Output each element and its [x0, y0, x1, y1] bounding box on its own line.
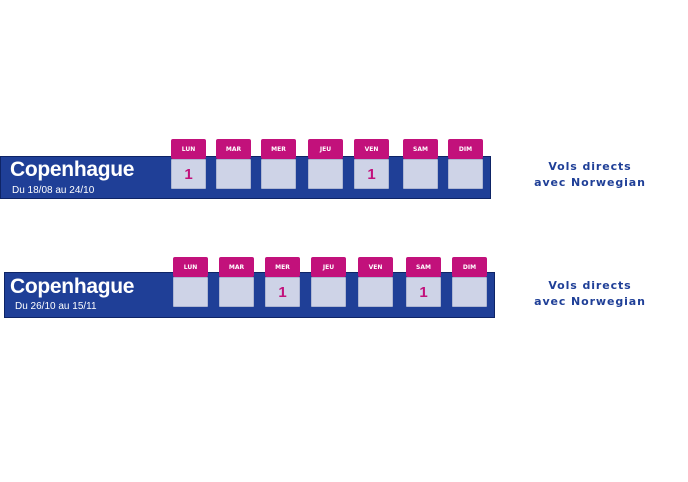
day-label: MAR — [219, 257, 254, 277]
day-label: DIM — [448, 139, 483, 159]
flight-count: 1 — [278, 283, 287, 301]
flight-count: 1 — [367, 165, 376, 183]
city-name: Copenhague — [10, 275, 135, 298]
day-label: SAM — [403, 139, 438, 159]
day-label: JEU — [311, 257, 346, 277]
day-label: MER — [261, 139, 296, 159]
flight-count-box — [403, 159, 438, 189]
flight-count: 1 — [184, 165, 193, 183]
flight-count-box — [216, 159, 251, 189]
city-name: Copenhague — [10, 158, 135, 181]
flight-count-box — [219, 277, 254, 307]
flight-note: Vols directs avec Norwegian — [510, 278, 670, 310]
day-label: MAR — [216, 139, 251, 159]
day-label: LUN — [173, 257, 208, 277]
flight-count-box: 1 — [354, 159, 389, 189]
date-range: Du 18/08 au 24/10 — [12, 185, 95, 196]
day-label: MER — [265, 257, 300, 277]
note-line-2: avec Norwegian — [534, 295, 646, 308]
flight-count-box — [452, 277, 487, 307]
flight-count-box: 1 — [171, 159, 206, 189]
flight-count-box — [311, 277, 346, 307]
flight-count-box — [173, 277, 208, 307]
flight-count-box — [308, 159, 343, 189]
day-label: SAM — [406, 257, 441, 277]
day-label: LUN — [171, 139, 206, 159]
day-label: JEU — [308, 139, 343, 159]
day-label: VEN — [354, 139, 389, 159]
flight-count-box — [261, 159, 296, 189]
flight-count: 1 — [419, 283, 428, 301]
note-line-1: Vols directs — [548, 160, 632, 173]
flight-count-box — [358, 277, 393, 307]
note-line-2: avec Norwegian — [534, 176, 646, 189]
flight-count-box — [448, 159, 483, 189]
day-label: VEN — [358, 257, 393, 277]
flight-count-box: 1 — [406, 277, 441, 307]
note-line-1: Vols directs — [548, 279, 632, 292]
flight-count-box: 1 — [265, 277, 300, 307]
date-range: Du 26/10 au 15/11 — [15, 301, 97, 312]
flight-note: Vols directs avec Norwegian — [510, 159, 670, 191]
day-label: DIM — [452, 257, 487, 277]
